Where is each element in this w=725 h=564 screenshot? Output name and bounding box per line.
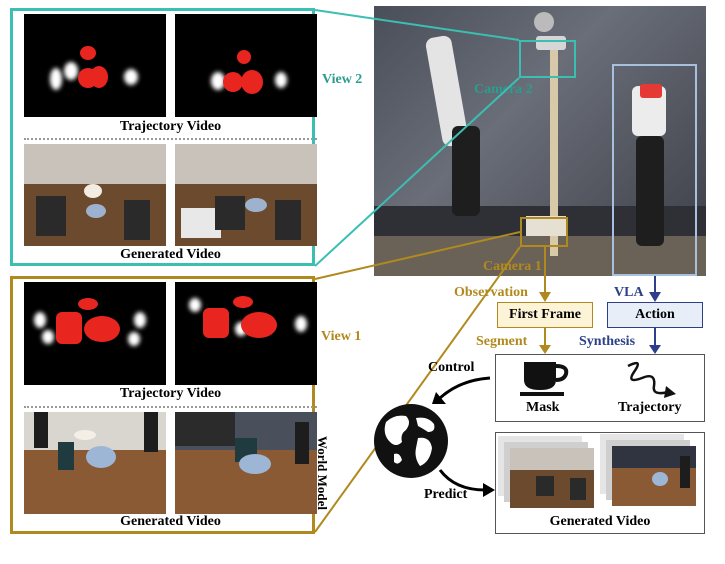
synthesis-label: Synthesis xyxy=(579,334,636,349)
trajectory-label: Trajectory xyxy=(618,400,682,415)
view2-generated-frame-2 xyxy=(175,144,317,246)
view2-divider xyxy=(24,138,317,140)
trajectory-curve-icon xyxy=(627,361,676,398)
view2-trajectory-frame-2 xyxy=(175,14,317,117)
first-frame-label: First Frame xyxy=(509,307,581,322)
cup-icon xyxy=(520,362,569,396)
camera1-highlight xyxy=(520,217,568,247)
predict-label: Predict xyxy=(424,487,468,502)
view2-panel xyxy=(10,8,315,266)
vla-robot-highlight xyxy=(612,64,697,276)
view1-trajectory-frame-2 xyxy=(175,282,317,385)
camera2-label: Camera 2 xyxy=(474,82,533,97)
view1-generated-caption: Generated Video xyxy=(120,514,221,529)
view1-trajectory-caption: Trajectory Video xyxy=(119,386,222,401)
camera2-highlight xyxy=(519,40,576,78)
view2-trajectory-caption: Trajectory Video xyxy=(119,119,222,134)
generated-video-stack-1 xyxy=(510,448,594,508)
action-box: Action xyxy=(607,302,703,328)
generated-video-stack-2 xyxy=(612,446,696,506)
world-model-label: World Model xyxy=(315,436,330,511)
mask-label: Mask xyxy=(526,400,560,415)
view1-panel xyxy=(10,276,315,534)
view2-generated-frame-1 xyxy=(24,144,166,246)
first-frame-box: First Frame xyxy=(497,302,593,328)
vla-label: VLA xyxy=(614,285,644,300)
globe-icon xyxy=(374,404,448,478)
view2-trajectory-frame-1 xyxy=(24,14,166,117)
view1-generated-frame-2 xyxy=(175,412,317,514)
view1-divider xyxy=(24,406,317,408)
observation-label: Observation xyxy=(454,285,528,300)
generated-video-caption: Generated Video xyxy=(549,514,651,529)
view2-generated-caption: Generated Video xyxy=(120,247,221,262)
view2-label: View 2 xyxy=(322,72,363,87)
control-label: Control xyxy=(428,360,475,375)
camera1-label: Camera 1 xyxy=(483,259,542,274)
view1-label: View 1 xyxy=(321,329,362,344)
segment-label: Segment xyxy=(476,334,528,349)
view1-trajectory-frame-1 xyxy=(24,282,166,385)
robot-setup-photo xyxy=(374,6,706,276)
view1-generated-frame-1 xyxy=(24,412,166,514)
action-label: Action xyxy=(635,307,675,322)
